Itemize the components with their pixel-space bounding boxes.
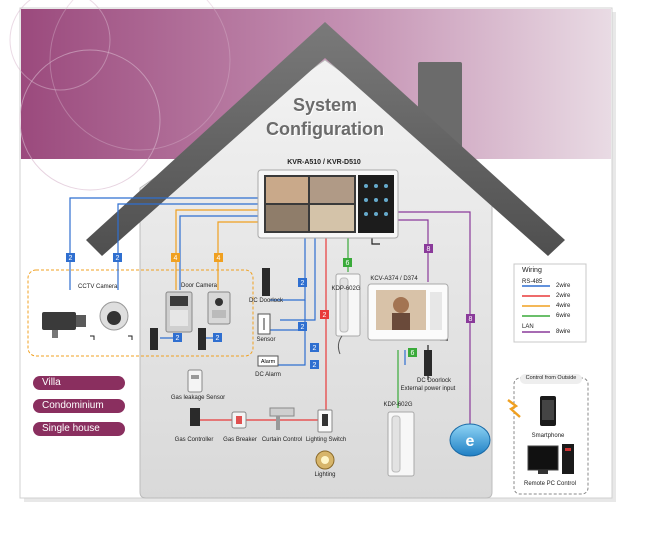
legend-wire-lan: 8wire [556, 329, 570, 335]
dc-alarm-label: DC Alarm [255, 372, 281, 378]
badge-text: 2 [313, 362, 317, 369]
kdp-bottom-label: KDP-602G [383, 402, 412, 408]
gas-leakage-sensor-label: Gas leakage Sensor [171, 395, 225, 401]
badge-text: 2 [301, 324, 305, 331]
dc-doorlock-power-device [424, 350, 432, 376]
door-camera-1 [166, 292, 192, 332]
wiring-legend-box [514, 264, 586, 342]
badge-text: 2 [176, 335, 180, 342]
smartphone-label: Smartphone [532, 433, 565, 439]
lighting-label: Lighting [314, 472, 335, 478]
internet-globe-icon: e [450, 424, 490, 456]
intercom-phone-bottom [388, 412, 414, 476]
dc-doorlock-device [262, 268, 270, 296]
legend-label-lan: LAN [522, 324, 534, 330]
badge-text: 6 [411, 350, 415, 357]
cctv-camera-dome [100, 302, 128, 330]
legend-wire-2: 2wire [556, 293, 570, 299]
badge-text: 2 [216, 335, 220, 342]
kdp-top-label: KDP-602G [331, 286, 360, 292]
lighting-device [316, 451, 334, 469]
badge-text: 4 [217, 255, 221, 262]
sub-monitor [368, 284, 448, 340]
sub-unit-label: KCV-A374 / D374 [370, 276, 417, 282]
door-camera-2 [208, 292, 230, 324]
badge-text: 4 [174, 255, 178, 262]
svg-text:e: e [466, 433, 475, 450]
remote-pc-label: Remote PC Control [524, 481, 576, 487]
badge-text: 8 [427, 246, 431, 253]
badge-text: 6 [346, 260, 350, 267]
door-lock-device [198, 328, 206, 350]
building-type-condominium: Condominium [33, 399, 125, 413]
cctv-camera-label: CCTV Camera [78, 284, 117, 290]
diagram-title-line1: System [235, 96, 415, 114]
gas-leakage-sensor-device [188, 370, 202, 392]
badge-text: 2 [69, 255, 73, 262]
control-from-outside-label: Control from Outside [526, 376, 577, 382]
gas-breaker-device [232, 412, 246, 428]
remote-pc-device [528, 444, 574, 474]
badge-text: 2 [313, 345, 317, 352]
main-unit-label: KVR-A510 / KVR-D510 [287, 159, 361, 166]
dc-doorlock-power-label-2: External power input [401, 386, 456, 392]
legend-wire-6: 6wire [556, 313, 570, 319]
gas-controller-label: Gas Controller [175, 437, 214, 443]
building-type-villa: Villa [33, 376, 125, 390]
alarm-box-text: Alarm [261, 359, 276, 365]
badge-text: 8 [469, 316, 473, 323]
badge-text: 2 [116, 255, 120, 262]
gas-breaker-label: Gas Breaker [223, 437, 257, 443]
sensor-label: Sensor [256, 337, 275, 343]
main-monitor [258, 170, 398, 238]
badge-text: 2 [323, 312, 327, 319]
curtain-control-label: Curtain Control [262, 437, 302, 443]
dc-doorlock-power-label-1: DC Doorlock [417, 378, 451, 384]
dc-doorlock-label: DC Doorlock [249, 298, 283, 304]
door-lock-device [150, 328, 158, 350]
legend-wire-rs485: 2wire [556, 283, 570, 289]
legend-title: Wiring [522, 267, 542, 274]
smartphone-device [540, 396, 556, 426]
door-camera-label: Door Camera [181, 283, 217, 289]
legend-label-rs485: RS-485 [522, 279, 542, 285]
lighting-switch-label: Lighting Switch [306, 437, 346, 443]
diagram-title-line2: Configuration [235, 120, 415, 138]
building-type-single-house: Single house [33, 422, 125, 436]
sensor-device [258, 314, 270, 334]
badge-text: 2 [301, 280, 305, 287]
gas-controller-device [190, 408, 200, 426]
legend-wire-4: 4wire [556, 303, 570, 309]
lighting-switch-device [318, 410, 332, 432]
